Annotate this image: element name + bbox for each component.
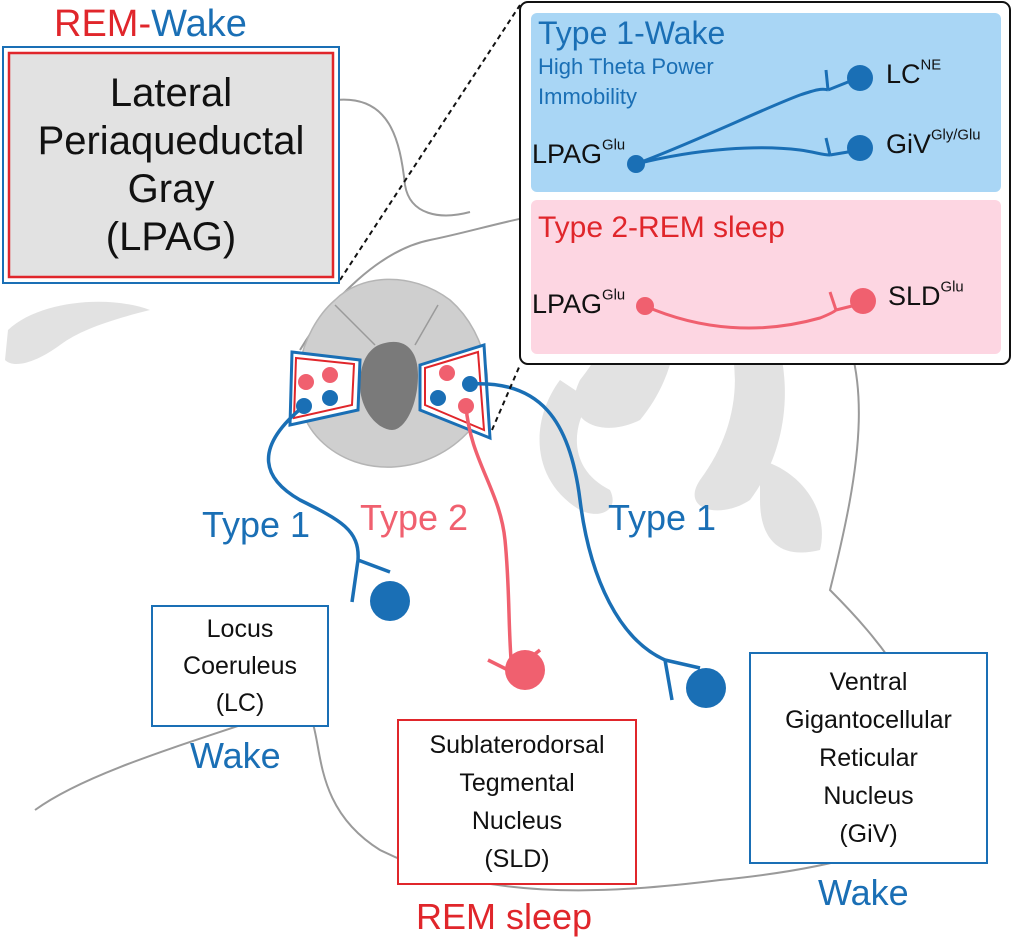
inset-type1-heading: Type 1-Wake — [538, 15, 726, 51]
label-type1-left: Type 1 — [202, 504, 311, 545]
inset-giv-neuron — [847, 135, 873, 161]
section-line-right — [414, 304, 439, 346]
projection-giv — [469, 382, 666, 662]
connector-line — [335, 98, 471, 217]
inset-giv-name: GiV — [886, 129, 932, 159]
inset-type1-sub1: High Theta Power — [538, 54, 714, 79]
terminal-giv — [663, 658, 701, 701]
giv-state-label: Wake — [818, 872, 909, 913]
inset-axon-lc — [635, 87, 829, 166]
inset-axon-giv — [635, 146, 831, 166]
lpag-box-inner — [7, 51, 335, 279]
inset-giv-sup: Gly/Glu — [931, 127, 981, 144]
inset-type1-bg — [531, 13, 1001, 192]
sld-line: (SLD) — [484, 845, 550, 873]
label-type1-right: Type 1 — [608, 497, 717, 538]
giv-line: Gigantocellular — [785, 706, 952, 734]
lc-line: Locus — [206, 614, 274, 643]
sld-box — [397, 719, 637, 885]
inset-type2-source-sup: Glu — [602, 287, 626, 304]
projection-sld — [464, 405, 514, 673]
inset-type1-source-name: LPAG — [532, 139, 603, 169]
inset-lpag-neuron-type2 — [636, 297, 654, 315]
giv-box-text: Ventral Gigantocellular Reticular Nucleu… — [750, 653, 987, 863]
inset-sld-sup: Glu — [940, 279, 964, 296]
lc-line: (LC) — [215, 688, 265, 717]
sld-line: Tegmental — [459, 769, 575, 797]
lc-target-neuron — [370, 581, 410, 621]
inset-type1-target-giv: GiVGly/Glu — [886, 128, 981, 160]
giv-line: (GiV) — [839, 820, 898, 848]
label-type2: Type 2 — [360, 497, 469, 538]
neuron-type2 — [322, 367, 338, 383]
neuron-type1 — [430, 390, 446, 406]
giv-box — [749, 652, 988, 864]
lc-line: Coeruleus — [183, 651, 297, 680]
giv-line: Nucleus — [823, 782, 914, 810]
sld-state-label: REM sleep — [416, 896, 593, 937]
giv-target-neuron — [686, 668, 726, 708]
neuron-type2 — [298, 374, 314, 390]
inset-lc-sup: NE — [920, 57, 942, 74]
inset-type1-sub2: Immobility — [538, 84, 638, 109]
projection-lc — [266, 404, 360, 561]
section-line-left — [334, 304, 376, 346]
inset-sld-name: SLD — [888, 281, 941, 311]
inset-type2-heading: Type 2-REM sleep — [538, 211, 785, 244]
inset-type2-source: LPAGGlu — [532, 288, 625, 320]
neuron-type1 — [322, 390, 338, 406]
lc-box-text: Locus Coeruleus (LC) — [152, 606, 328, 726]
inset-terminal-lc — [824, 69, 849, 92]
inset-terminal-giv — [824, 137, 849, 157]
lc-box — [151, 605, 329, 727]
page-title: REM-Wake — [54, 2, 247, 46]
lpag-box-text: Lateral Periaqueductal Gray (LPAG) — [9, 53, 333, 277]
lpag-line: Periaqueductal — [37, 119, 305, 163]
inset-type2-bg — [531, 200, 1001, 354]
aqueduct — [360, 341, 418, 430]
inset-lc-neuron — [847, 65, 873, 91]
giv-line: Ventral — [829, 668, 908, 696]
zoom-line-upper — [339, 4, 521, 281]
inset-type1-source: LPAGGlu — [532, 138, 625, 170]
lpag-line: Lateral — [109, 71, 233, 115]
title-rem: REM- — [54, 3, 152, 45]
inset-lpag-neuron-type1 — [627, 155, 645, 173]
inset-terminal-sld — [828, 291, 853, 312]
inset-lc-name: LC — [886, 59, 921, 89]
sld-line: Nucleus — [471, 807, 563, 835]
lc-state-label: Wake — [190, 735, 281, 776]
inset-type1-target-lc: LCNE — [886, 58, 941, 90]
zoom-line-lower — [491, 364, 521, 431]
neuron-type2 — [439, 365, 455, 381]
sld-target-neuron — [505, 650, 545, 690]
terminal-lc — [350, 558, 391, 603]
sld-line: Sublaterodorsal — [429, 731, 605, 759]
inset-type2-source-name: LPAG — [532, 289, 603, 319]
inset-sld-neuron — [850, 288, 876, 314]
inset-axon-sld — [644, 304, 838, 330]
lpag-line: (LPAG) — [105, 215, 237, 259]
title-wake: Wake — [151, 3, 247, 45]
sld-box-text: Sublaterodorsal Tegmental Nucleus (SLD) — [398, 720, 636, 884]
inset-type2-target-sld: SLDGlu — [888, 280, 964, 312]
giv-line: Reticular — [819, 744, 918, 772]
lpag-line: Gray — [127, 167, 215, 211]
inset-type1-source-sup: Glu — [602, 137, 626, 154]
